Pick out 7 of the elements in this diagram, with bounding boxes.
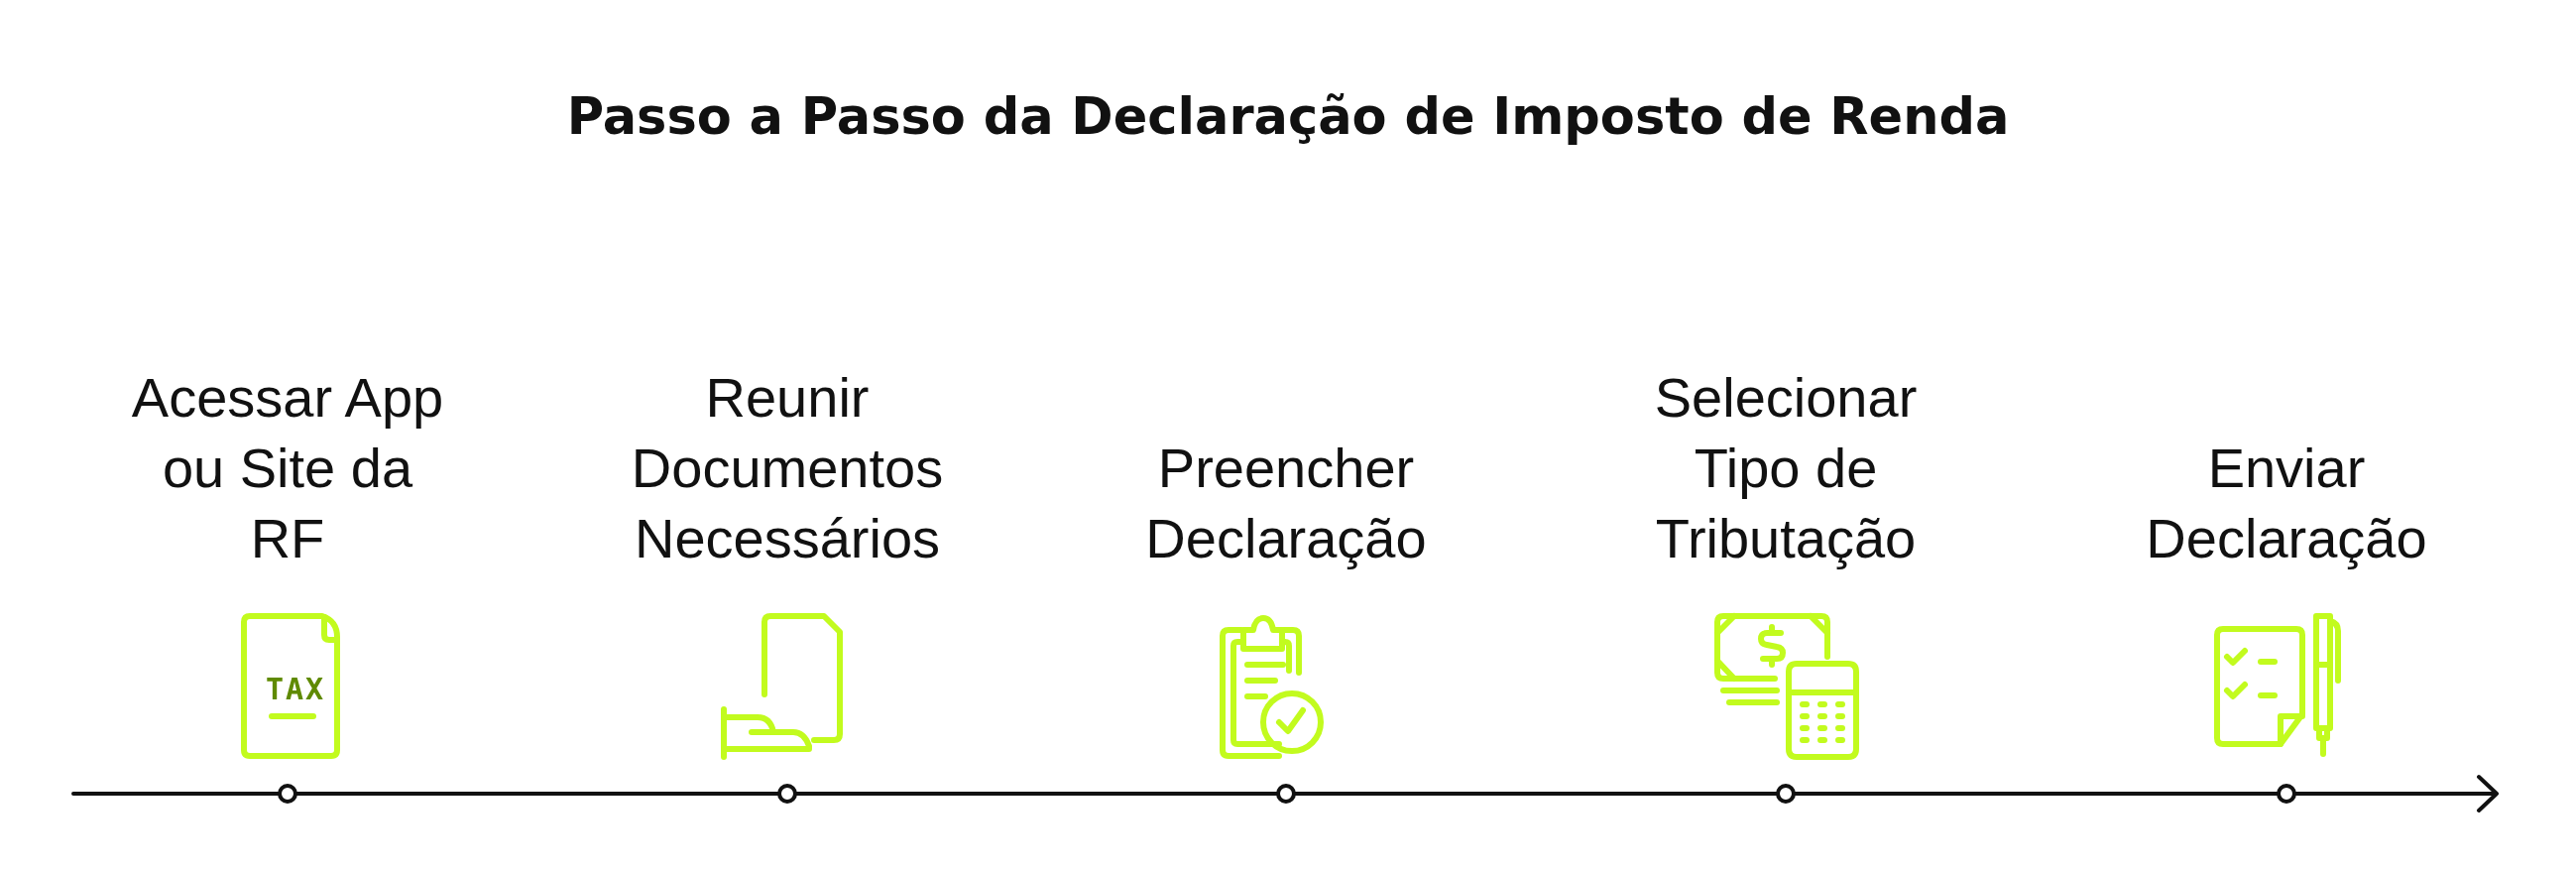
step-label: Reunir Documentos Necessários: [630, 365, 945, 571]
step-label: Acessar App ou Site da RF: [130, 365, 445, 571]
step-label: Selecionar Tipo de Tributação: [1653, 365, 1919, 571]
step-label: Enviar Declaração: [2145, 436, 2428, 571]
icon-text: TAX: [266, 675, 326, 704]
title: Passo a Passo da Declaração de Imposto de Renda: [565, 87, 2011, 146]
step-label: Preencher Declaração: [1144, 436, 1428, 571]
